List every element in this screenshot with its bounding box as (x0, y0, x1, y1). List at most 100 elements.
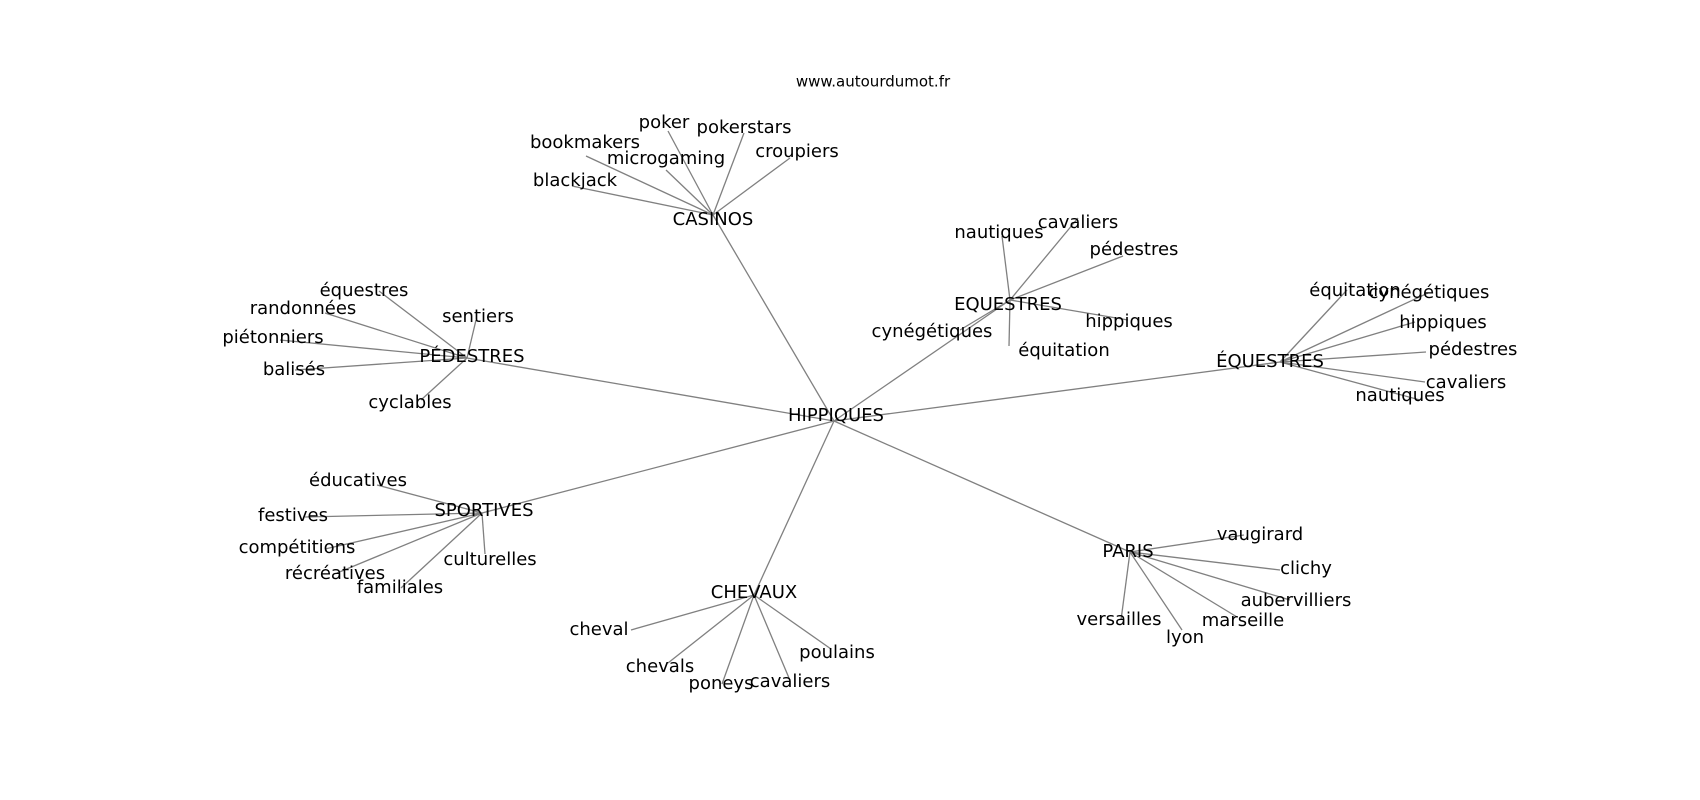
leaf-node: cavaliers (750, 671, 830, 692)
leaf-edge (721, 594, 755, 685)
root-edge (466, 357, 835, 422)
leaf-edge (466, 319, 477, 359)
root-edge (712, 214, 835, 422)
leaf-node: familiales (357, 577, 443, 598)
leaf-node: cyclables (368, 392, 451, 413)
leaf-edge (420, 357, 468, 401)
leaf-node: marseille (1202, 610, 1285, 631)
leaf-node: croupiers (755, 141, 839, 162)
leaf-node: éducatives (309, 470, 407, 491)
leaf-edge (1008, 299, 1011, 347)
leaf-node: chevals (626, 656, 694, 677)
leaf-edge (1279, 361, 1426, 383)
leaf-edge (753, 594, 832, 650)
graph-edges (279, 130, 1429, 685)
leaf-node: vaugirard (1217, 524, 1303, 545)
leaf-node: équitation (1309, 280, 1400, 301)
leaf-edge (1279, 361, 1421, 401)
leaf-edge (376, 484, 483, 514)
leaf-edge (481, 512, 486, 555)
leaf-edge (1129, 551, 1238, 618)
leaf-node: culturelles (443, 549, 536, 570)
leaf-node: balisés (263, 359, 325, 380)
leaf-node: aubervilliers (1241, 590, 1352, 611)
leaf-node: cheval (569, 619, 628, 640)
leaf-edge (1129, 551, 1183, 631)
hub-node: CASINOS (673, 209, 754, 230)
leaf-node: poneys (689, 673, 754, 694)
leaf-edge (324, 512, 483, 550)
leaf-node: hippiques (1399, 312, 1487, 333)
leaf-node: équestres (320, 280, 409, 301)
leaf-edge (1129, 551, 1281, 571)
leaf-node: poulains (799, 642, 875, 663)
leaf-edge (1279, 289, 1348, 363)
leaf-edge (753, 594, 790, 679)
hub-node: SPORTIVES (434, 500, 533, 521)
leaf-node: cynégétiques (1369, 282, 1490, 303)
leaf-edge (1279, 351, 1427, 363)
root-edge (833, 420, 1131, 553)
leaf-edge (279, 339, 468, 359)
leaf-node: piétonniers (222, 327, 323, 348)
leaf-node: nautiques (1355, 385, 1444, 406)
leaf-node: nautiques (954, 222, 1043, 243)
leaf-edge (1129, 534, 1245, 553)
root-edge (481, 420, 835, 514)
graph-labels: www.autourdumot.fr HIPPIQUES CASINOS poke… (222, 73, 1517, 695)
leaf-edge (571, 185, 714, 216)
site-url: www.autourdumot.fr (796, 73, 951, 91)
leaf-edge (585, 155, 714, 216)
leaf-edge (712, 157, 791, 216)
leaf-node: cynégétiques (872, 321, 993, 342)
leaf-node: pédestres (1429, 339, 1518, 360)
hub-node: EQUESTRES (954, 294, 1062, 315)
root-edge (753, 420, 835, 596)
leaf-node: poker (639, 112, 690, 133)
leaf-edge (667, 130, 714, 216)
root-node: HIPPIQUES (788, 405, 884, 426)
leaf-edge (1279, 292, 1429, 363)
leaf-node: pédestres (1090, 239, 1179, 260)
leaf-edge (336, 512, 483, 574)
leaf-edge (959, 299, 1011, 331)
hub-node: CHEVAUX (711, 582, 797, 603)
leaf-edge (378, 290, 468, 359)
root-edge (833, 299, 1011, 422)
leaf-edge (1120, 551, 1131, 621)
leaf-node: festives (258, 505, 328, 526)
leaf-node: lyon (1166, 627, 1204, 648)
leaf-edge (1009, 217, 1079, 301)
leaf-edge (1009, 299, 1129, 321)
leaf-edge (1279, 321, 1416, 363)
leaf-edge (294, 357, 468, 371)
leaf-node: cavaliers (1038, 212, 1118, 233)
hub-node: ÉQUESTRES (1216, 350, 1324, 372)
leaf-node: cavaliers (1426, 372, 1506, 393)
hub-node: PARIS (1102, 541, 1153, 562)
root-edge (833, 361, 1281, 422)
leaf-node: blackjack (533, 170, 618, 191)
leaf-node: hippiques (1085, 311, 1173, 332)
leaf-edge (665, 169, 714, 216)
leaf-node: clichy (1280, 558, 1332, 579)
leaf-node: pokerstars (697, 117, 792, 138)
leaf-edge (304, 512, 483, 518)
leaf-node: bookmakers (530, 132, 640, 153)
leaf-node: équitation (1018, 340, 1109, 361)
leaf-edge (1129, 551, 1291, 601)
leaf-node: microgaming (607, 148, 725, 169)
leaf-edge (712, 132, 745, 216)
leaf-node: sentiers (442, 306, 514, 327)
leaf-node: récréatives (285, 563, 385, 584)
leaf-edge (324, 312, 468, 359)
leaf-node: compétitions (239, 537, 356, 558)
leaf-edge (667, 594, 755, 664)
hub-node: PÉDESTRES (419, 345, 524, 367)
leaf-edge (1009, 255, 1124, 301)
leaf-edge (630, 594, 755, 631)
leaf-edge (1001, 235, 1011, 301)
leaf-node: randonnées (250, 298, 357, 319)
